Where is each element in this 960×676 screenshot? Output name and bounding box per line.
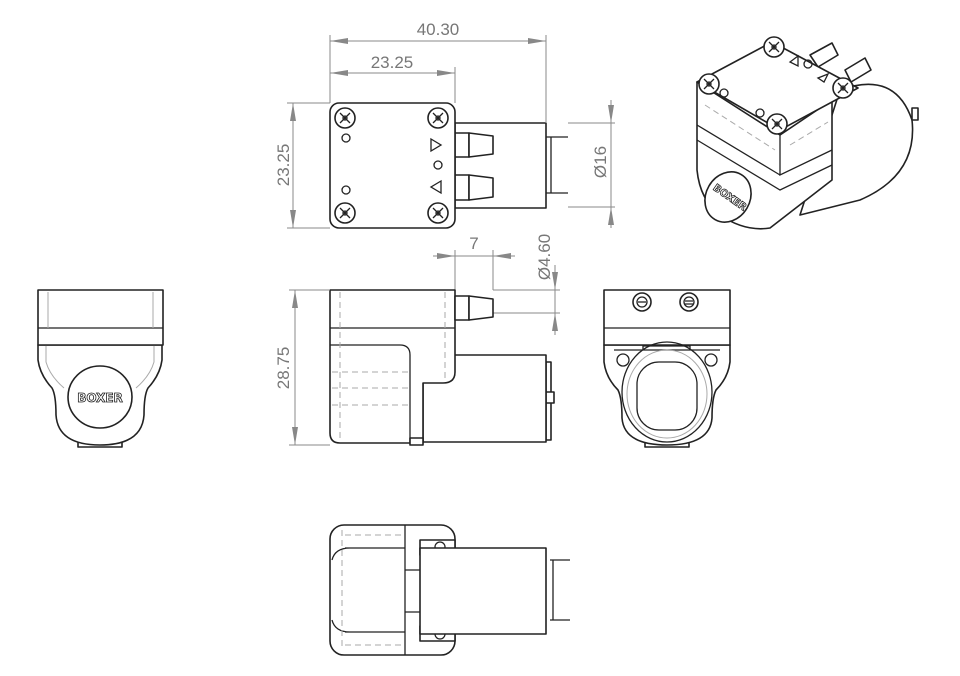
port-opening xyxy=(632,292,652,312)
port-fitting xyxy=(454,295,494,321)
outlet-port xyxy=(454,174,494,201)
port-fittings xyxy=(809,42,872,83)
dimension-port-diameter: Ø4.60 xyxy=(493,234,560,335)
boxer-logo xyxy=(67,365,133,429)
front-view: BOXER xyxy=(37,289,164,448)
bottom-view xyxy=(329,524,570,656)
svg-text:23.25: 23.25 xyxy=(274,144,293,187)
rear-view xyxy=(603,289,731,448)
flow-arrow-in-icon xyxy=(429,179,442,195)
pump-head-plate xyxy=(329,102,456,229)
flow-arrow-out-icon xyxy=(430,137,443,153)
dimension-motor-diameter: Ø16 xyxy=(568,100,615,228)
terminal-tab xyxy=(545,391,555,404)
head-top-face xyxy=(696,41,859,131)
motor-body xyxy=(419,547,547,635)
dimension-head-width: 23.25 xyxy=(330,53,456,103)
screw-icon xyxy=(766,113,788,135)
top-view xyxy=(329,102,568,229)
screw-icon xyxy=(832,77,854,99)
svg-text:40.30: 40.30 xyxy=(417,20,460,39)
dimension-total-height: 28.75 xyxy=(274,289,330,446)
motor-terminals xyxy=(546,136,568,194)
side-view xyxy=(329,289,555,446)
dimension-port-length: 7 xyxy=(433,234,515,290)
isometric-view: BOXER xyxy=(696,36,919,230)
dimension-head-height: 23.25 xyxy=(274,102,330,229)
screw-icon xyxy=(763,36,785,58)
brand-logo-text: BOXER xyxy=(77,391,123,405)
screw-icon xyxy=(427,202,449,224)
svg-text:23.25: 23.25 xyxy=(371,53,414,72)
inlet-port xyxy=(454,132,494,158)
svg-text:Ø16: Ø16 xyxy=(591,146,610,178)
boxer-logo xyxy=(704,171,752,223)
screw-icon xyxy=(334,107,356,129)
svg-text:28.75: 28.75 xyxy=(274,347,293,390)
screw-icon xyxy=(334,202,356,224)
dimension-overall-length: 40.30 xyxy=(329,20,547,123)
port-opening xyxy=(679,292,699,312)
svg-text:Ø4.60: Ø4.60 xyxy=(535,234,554,280)
screw-icon xyxy=(698,73,720,95)
svg-text:7: 7 xyxy=(469,234,478,253)
screw-icon xyxy=(427,107,449,129)
